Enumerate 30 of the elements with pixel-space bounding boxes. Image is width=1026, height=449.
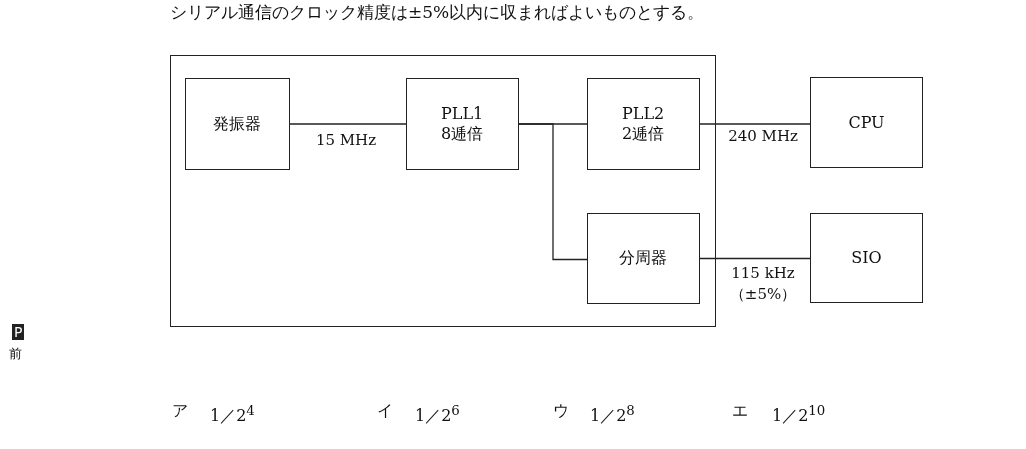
block-label: PLL2 [622, 103, 665, 124]
block-box [586, 212, 700, 304]
block-label: SIO [851, 248, 882, 268]
block-box [184, 77, 290, 170]
block-label: 8逓倍 [441, 123, 484, 144]
choice-letter: ア [172, 401, 188, 421]
choice-letter: エ [732, 401, 748, 421]
block-label: 分周器 [619, 248, 668, 269]
block-box [810, 77, 923, 168]
connector-line [289, 123, 407, 125]
connector-line [518, 123, 588, 261]
choice-value: 1／2$^{8}$ [590, 402, 635, 427]
question-text: シリアル通信のクロック精度は±5%以内に収まればよいものとする。 [170, 2, 705, 22]
connector-line [699, 257, 811, 260]
block-label: PLL1 [441, 103, 484, 124]
choice-letter: イ [377, 401, 393, 421]
page-marker: P [12, 324, 25, 340]
choice-value: 1／2$^{6}$ [415, 402, 460, 427]
block-box [405, 77, 519, 170]
choice-value: 1／2$^{10}$ [772, 402, 826, 427]
block-box [810, 213, 923, 303]
choice-value: 1／2$^{4}$ [210, 402, 255, 427]
block-label: 2逓倍 [622, 123, 665, 144]
page-marker: 前 [9, 345, 22, 363]
block-label: 発振器 [213, 113, 262, 134]
connector-line [699, 123, 811, 125]
choice-letter: ウ [553, 401, 569, 421]
block-box [586, 77, 700, 170]
enclosure-box [170, 55, 716, 327]
block-label: CPU [848, 112, 885, 133]
